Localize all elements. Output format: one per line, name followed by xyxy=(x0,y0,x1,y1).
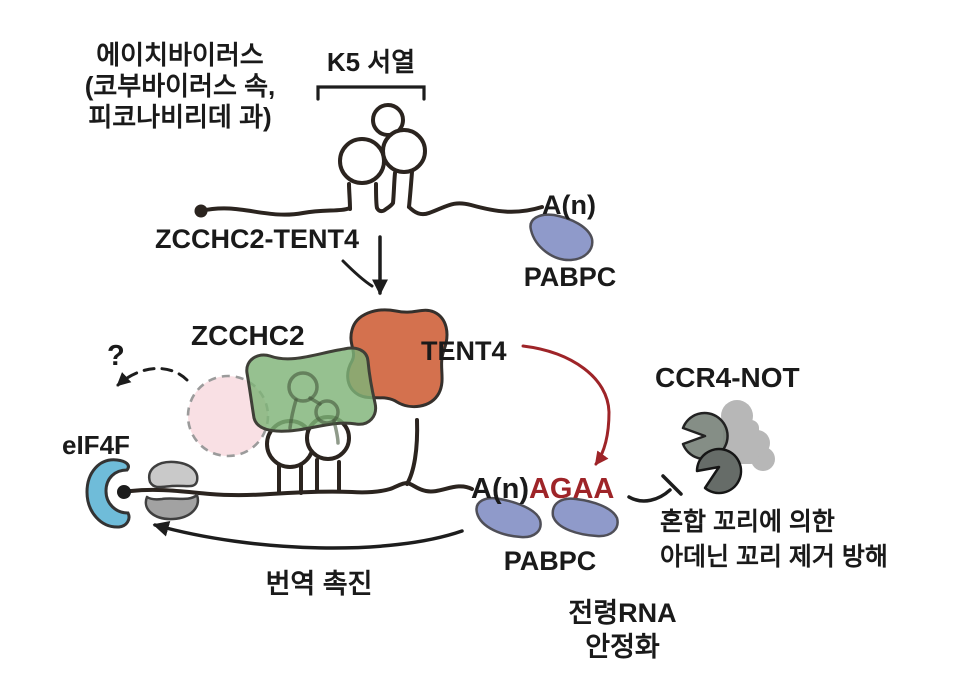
k5-region-label: K5 서열 xyxy=(326,47,416,77)
mrna-baseline xyxy=(129,481,474,498)
pabpc-bean-left xyxy=(475,496,542,539)
unknown-interaction-arrow xyxy=(116,367,189,387)
eif4f-label: eIF4F xyxy=(62,430,130,460)
pabpc-top-label: PABPC xyxy=(523,262,617,292)
zcchc2-shape xyxy=(245,346,378,433)
mrna-stabilization-line2: 안정화 xyxy=(585,632,660,662)
rna-baseline-left xyxy=(199,206,352,217)
rna-through-zcchc2 xyxy=(287,371,340,445)
ribosome-large-subunit xyxy=(144,493,200,521)
k5-bracket xyxy=(316,85,426,101)
agaa-tail-label: AGAA xyxy=(528,473,615,505)
deadenylation-note-line2: 아데닌 꼬리 제거 방해 xyxy=(660,543,888,571)
mrna-stabilization-label: 전령RNA 안정화 xyxy=(540,596,705,664)
eif4f-shape xyxy=(85,458,131,529)
virus-annotation: 에이치바이러스 (코부바이러스 속, 피코나비리데 과) xyxy=(36,40,324,133)
inhibition-bar xyxy=(661,474,683,496)
stemloop1-loop xyxy=(338,137,386,185)
deadenylation-inhibition-note: 혼합 꼬리에 의한 아데닌 꼬리 제거 방해 xyxy=(660,505,950,575)
ccr4-nuclease-upper xyxy=(681,411,729,461)
polya-top-label: A(n) xyxy=(542,190,596,220)
ccr4not-label: CCR4-NOT xyxy=(655,362,800,393)
zcchc2-label: ZCCHC2 xyxy=(191,320,305,351)
polya-bottom-label: A(n) xyxy=(471,473,529,505)
mrna-cap-dot xyxy=(117,485,131,499)
stemloop2-bulge xyxy=(381,128,427,174)
translation-promotion-label: 번역 촉진 xyxy=(265,569,373,599)
stemloop2-right-stem xyxy=(407,170,414,209)
unknown-question-label: ? xyxy=(107,340,125,372)
pabpc-top-shape xyxy=(529,213,594,262)
inhibition-arrow xyxy=(627,474,683,503)
bottom-mrna xyxy=(129,415,474,498)
ribosome-shape xyxy=(144,460,200,521)
mrna-stabilization-line1: 전령RNA xyxy=(568,598,677,628)
stemloop1-right-stem-and-u xyxy=(374,171,397,214)
tent4-to-tail-arrow xyxy=(521,344,611,466)
virus-annotation-line3: 피코나비리데 과) xyxy=(88,102,272,132)
viral-rna-genome xyxy=(194,103,544,218)
tent4-label: TENT4 xyxy=(421,336,507,366)
complex-rna-exit xyxy=(405,418,420,486)
ccr4-nuclease-lower xyxy=(695,447,743,495)
mixed-tail-label: A(n)AGAA xyxy=(471,473,614,506)
ribosome-small-subunit xyxy=(147,460,199,489)
recruitment-arrow xyxy=(341,235,389,296)
virus-annotation-line1: 에이치바이러스 xyxy=(96,40,264,70)
rna-baseline-right xyxy=(407,201,544,217)
pabpc-bottom-label: PABPC xyxy=(503,546,597,576)
zcchc2-tent4-complex-label: ZCCHC2-TENT4 xyxy=(155,224,360,254)
ccr4not-shape xyxy=(681,400,775,495)
pabpc-bottom-shapes xyxy=(475,496,619,539)
virus-annotation-line2: (코부바이러스 속, xyxy=(84,71,276,101)
deadenylation-note-line1: 혼합 꼬리에 의한 xyxy=(660,508,835,536)
stemloop1-left-stem xyxy=(347,182,352,211)
translation-promotion-arrow xyxy=(152,520,464,550)
pabpc-bean-right xyxy=(551,497,619,538)
